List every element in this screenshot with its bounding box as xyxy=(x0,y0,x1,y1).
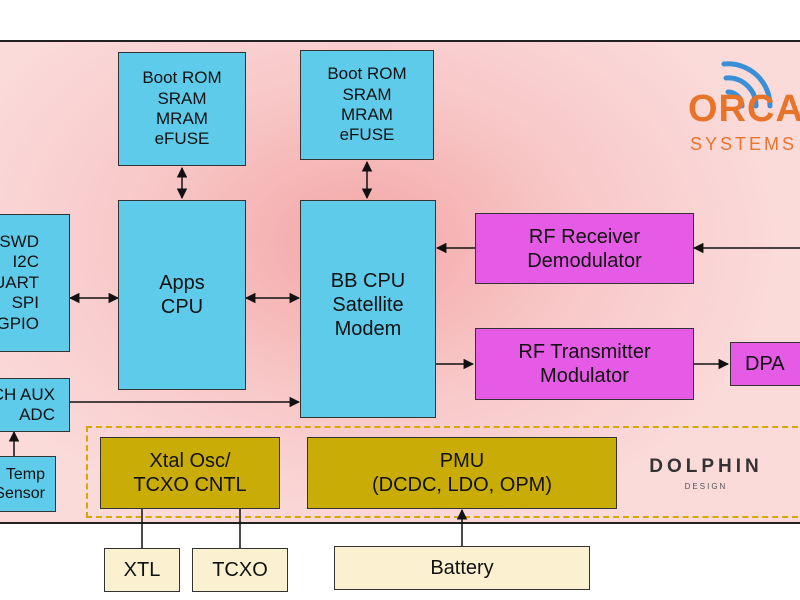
battery-label: Battery xyxy=(430,557,494,579)
boot-rom-2-line-2: SRAM xyxy=(342,84,392,104)
tcxo-block: TCXO xyxy=(192,548,288,592)
boot-rom-2-line-3: MRAM xyxy=(341,105,393,124)
temp-sensor-block: Temp Sensor xyxy=(0,456,56,512)
xtl-label: XTL xyxy=(123,559,161,581)
apps-cpu-line-1: Apps xyxy=(159,272,205,294)
interface-gpio: GPIO xyxy=(0,313,39,333)
tcxo-label: TCXO xyxy=(212,559,268,581)
aux-adc-block: SCH AUX ADC xyxy=(0,378,70,432)
dpa-block: DPA xyxy=(730,342,800,386)
rf-receiver-line-1: RF Receiver xyxy=(528,225,641,248)
aux-adc-line-2: ADC xyxy=(19,405,55,424)
aux-adc-line-1: SCH AUX xyxy=(0,384,55,404)
interface-swd: SWD xyxy=(0,232,39,252)
rf-transmitter-line-1: RF Transmitter xyxy=(518,341,651,363)
temp-sensor-line-2: Sensor xyxy=(0,485,45,502)
bb-cpu-line-1: BB CPU xyxy=(330,270,406,292)
rf-receiver-block: RF Receiver Demodulator xyxy=(475,213,694,284)
apps-cpu-block: Apps CPU xyxy=(118,200,246,390)
xtl-block: XTL xyxy=(104,548,180,592)
boot-rom-2-line-1: Boot ROM xyxy=(327,64,407,84)
rf-receiver-line-2: Demodulator xyxy=(527,249,642,272)
boot-rom-1-line-3: MRAM xyxy=(156,109,208,128)
xtal-osc-block: Xtal Osc/ TCXO CNTL xyxy=(100,437,280,509)
interface-spi: SPI xyxy=(11,293,39,313)
bb-cpu-line-3: Modem xyxy=(334,318,402,340)
boot-rom-1-line-4: eFUSE xyxy=(154,129,210,149)
xtal-osc-line-2: TCXO CNTL xyxy=(133,474,247,496)
dpa-label: DPA xyxy=(745,353,785,375)
orca-logo-text: ORCA xyxy=(688,88,800,130)
interfaces-block: SWD I2C UART SPI GPIO xyxy=(0,214,70,352)
rf-transmitter-line-2: Modulator xyxy=(540,365,629,387)
boot-rom-block-2: Boot ROM SRAM MRAM eFUSE xyxy=(300,50,434,160)
boot-rom-block-1: Boot ROM SRAM MRAM eFUSE xyxy=(118,52,246,166)
temp-sensor-line-1: Temp xyxy=(5,465,45,483)
xtal-osc-line-1: Xtal Osc/ xyxy=(149,450,231,472)
battery-block: Battery xyxy=(334,546,590,590)
boot-rom-2-line-4: eFUSE xyxy=(339,125,395,145)
interface-uart: UART xyxy=(0,272,39,292)
bb-cpu-block: BB CPU Satellite Modem xyxy=(300,200,436,418)
rf-transmitter-block: RF Transmitter Modulator xyxy=(475,328,694,400)
boot-rom-1-line-1: Boot ROM xyxy=(142,68,222,88)
orca-logo-subtext: SYSTEMS xyxy=(690,134,798,154)
apps-cpu-line-2: CPU xyxy=(160,296,204,318)
power-domain-boundary xyxy=(86,426,800,518)
boot-rom-1-line-2: SRAM xyxy=(157,88,207,108)
bb-cpu-line-2: Satellite xyxy=(332,294,404,316)
pmu-line-2: (DCDC, LDO, OPM) xyxy=(372,474,552,496)
interface-i2c: I2C xyxy=(12,252,39,272)
pmu-line-1: PMU xyxy=(439,450,485,472)
dolphin-logo: DOLPHIN DESIGN xyxy=(636,456,776,491)
dolphin-logo-text: DOLPHIN xyxy=(649,456,763,477)
orca-wifi-icon xyxy=(721,61,773,109)
dolphin-logo-subtext: DESIGN xyxy=(684,482,728,491)
pmu-block: PMU (DCDC, LDO, OPM) xyxy=(307,437,617,509)
